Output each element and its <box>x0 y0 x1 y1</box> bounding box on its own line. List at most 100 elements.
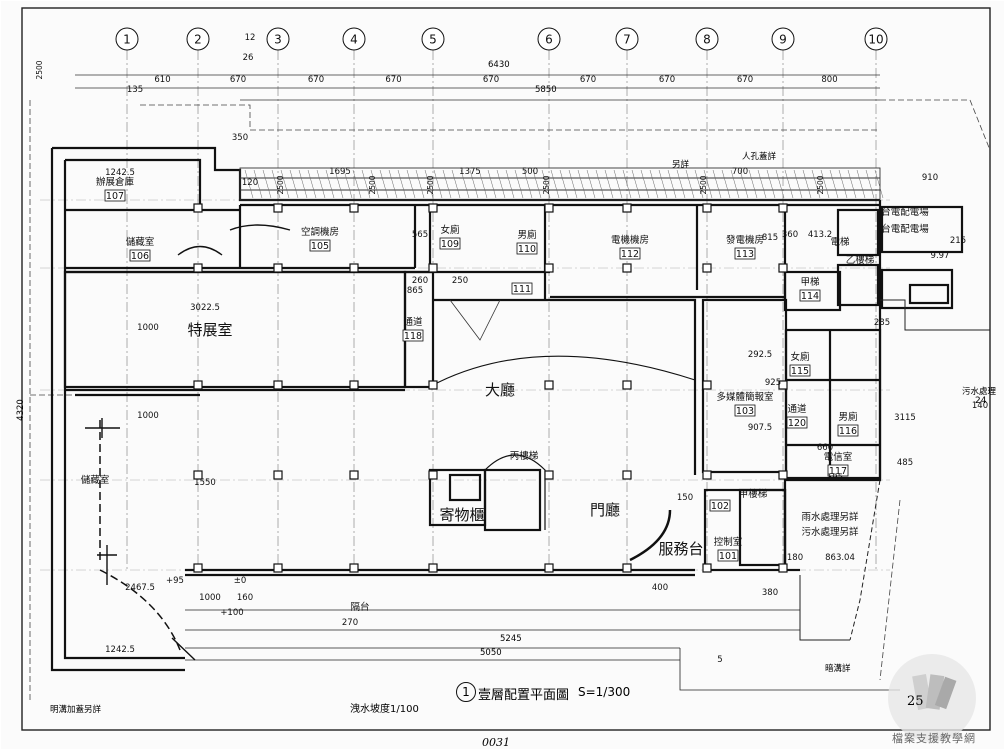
hatch-line <box>388 169 398 199</box>
room-number: 101 <box>719 551 737 562</box>
room-number: 110 <box>518 244 536 255</box>
structural-column <box>778 380 788 390</box>
structural-column <box>544 563 554 573</box>
dim-label: 350 <box>232 133 248 143</box>
dim-label: 380 <box>762 588 778 598</box>
dim-label: 3115 <box>894 413 916 423</box>
dim-label: +95 <box>166 576 184 586</box>
grid-label-4: 4 <box>350 33 358 47</box>
room-number-box <box>734 247 756 260</box>
dim-label: 2467.5 <box>125 583 155 593</box>
dim-label: 863.04 <box>825 553 855 563</box>
room-number: 111 <box>513 284 531 295</box>
structural-column <box>349 380 359 390</box>
hatch-line <box>469 169 479 199</box>
hatch-line <box>613 169 623 199</box>
structural-column <box>273 203 283 213</box>
dim-label: 285 <box>874 318 890 328</box>
room-name: 隔台 <box>350 601 369 613</box>
hatch-line <box>478 169 488 199</box>
room-name: 服務台 <box>658 540 703 558</box>
room-name: 電機機房 <box>611 234 649 246</box>
span-dim: 670 <box>483 75 499 85</box>
hatch-line <box>622 169 632 199</box>
swing-path <box>99 569 181 651</box>
room-name: 女廁 <box>790 351 810 363</box>
grid-bubble-3 <box>266 27 290 51</box>
hatch-line <box>334 169 344 199</box>
watermark-logo <box>888 654 976 742</box>
dim-label: +100 <box>220 608 243 618</box>
hatch-line <box>244 169 254 199</box>
hatch-line <box>289 169 299 199</box>
structural-column <box>622 263 632 273</box>
hatch-line <box>361 169 371 199</box>
room-number-box <box>799 289 821 302</box>
dim-label: 5 <box>717 655 722 665</box>
dim-label: 500 <box>522 167 538 177</box>
room-number: 117 <box>829 466 847 477</box>
room-name: 女廁 <box>440 224 460 236</box>
hatch-line <box>640 169 650 199</box>
hatch-line <box>739 169 749 199</box>
room-number-box <box>619 247 641 260</box>
circular-stair <box>484 454 546 530</box>
dim-label: 1242.5 <box>105 645 135 655</box>
hatch-line <box>379 169 389 199</box>
structural-column <box>193 263 203 273</box>
structural-column <box>349 263 359 273</box>
dim-label: 270 <box>342 618 358 628</box>
dim-label: 135 <box>127 85 143 95</box>
dim-label: 3022.5 <box>190 303 220 313</box>
structural-column <box>349 203 359 213</box>
room-number: 102 <box>711 501 729 512</box>
dim-label: 400 <box>652 583 668 593</box>
room-name: 儲藏室 <box>126 236 155 248</box>
room-name: 男廁 <box>838 411 858 423</box>
dim-label: 160 <box>237 593 253 603</box>
hatch-line <box>631 169 641 199</box>
dim-label: 1000 <box>199 593 221 603</box>
hatch-line <box>766 169 776 199</box>
room-number: 120 <box>788 418 806 429</box>
structural-column <box>622 203 632 213</box>
dim-label: 1000 <box>137 411 159 421</box>
structural-column <box>273 380 283 390</box>
structural-column <box>349 563 359 573</box>
room-name: 發電機房 <box>726 234 764 246</box>
span-dim: 800 <box>821 75 837 85</box>
dim-label: 250 <box>452 276 468 286</box>
dim-label: 360 <box>782 230 798 240</box>
structural-column <box>778 563 788 573</box>
hatch-line <box>325 169 335 199</box>
hatch-line <box>271 169 281 199</box>
hatch-line <box>451 169 461 199</box>
grid-label-5: 5 <box>429 33 437 47</box>
hatch-line <box>496 169 506 199</box>
dim-label: ±0 <box>234 576 247 586</box>
hatch-line <box>316 169 326 199</box>
grid-label-7: 7 <box>623 33 631 47</box>
dim-label: 1375 <box>459 167 481 177</box>
dim-label: 260 <box>412 276 428 286</box>
room-number-box <box>516 242 538 255</box>
hatch-line <box>802 169 812 199</box>
dim-label: 26 <box>243 53 254 63</box>
room-name: 甲樓梯 <box>739 488 768 500</box>
top-dimension-lines <box>75 74 880 101</box>
dim-label-vertical: 2500 <box>542 175 551 194</box>
dim-label: 1000 <box>137 323 159 333</box>
structural-column <box>622 470 632 480</box>
hatch-line <box>793 169 803 199</box>
room-number: 113 <box>736 249 754 260</box>
room-number: 118 <box>404 331 422 342</box>
dim-label: 1242.5 <box>105 168 135 178</box>
room-number-box <box>309 239 331 252</box>
room-number-box <box>717 549 739 562</box>
dim-label-vertical: 2500 <box>699 175 708 194</box>
grid-bubble-5 <box>421 27 445 51</box>
structural-column <box>778 203 788 213</box>
room-name: 台電配電場 <box>881 206 929 218</box>
dim-label: 907.5 <box>748 423 772 433</box>
